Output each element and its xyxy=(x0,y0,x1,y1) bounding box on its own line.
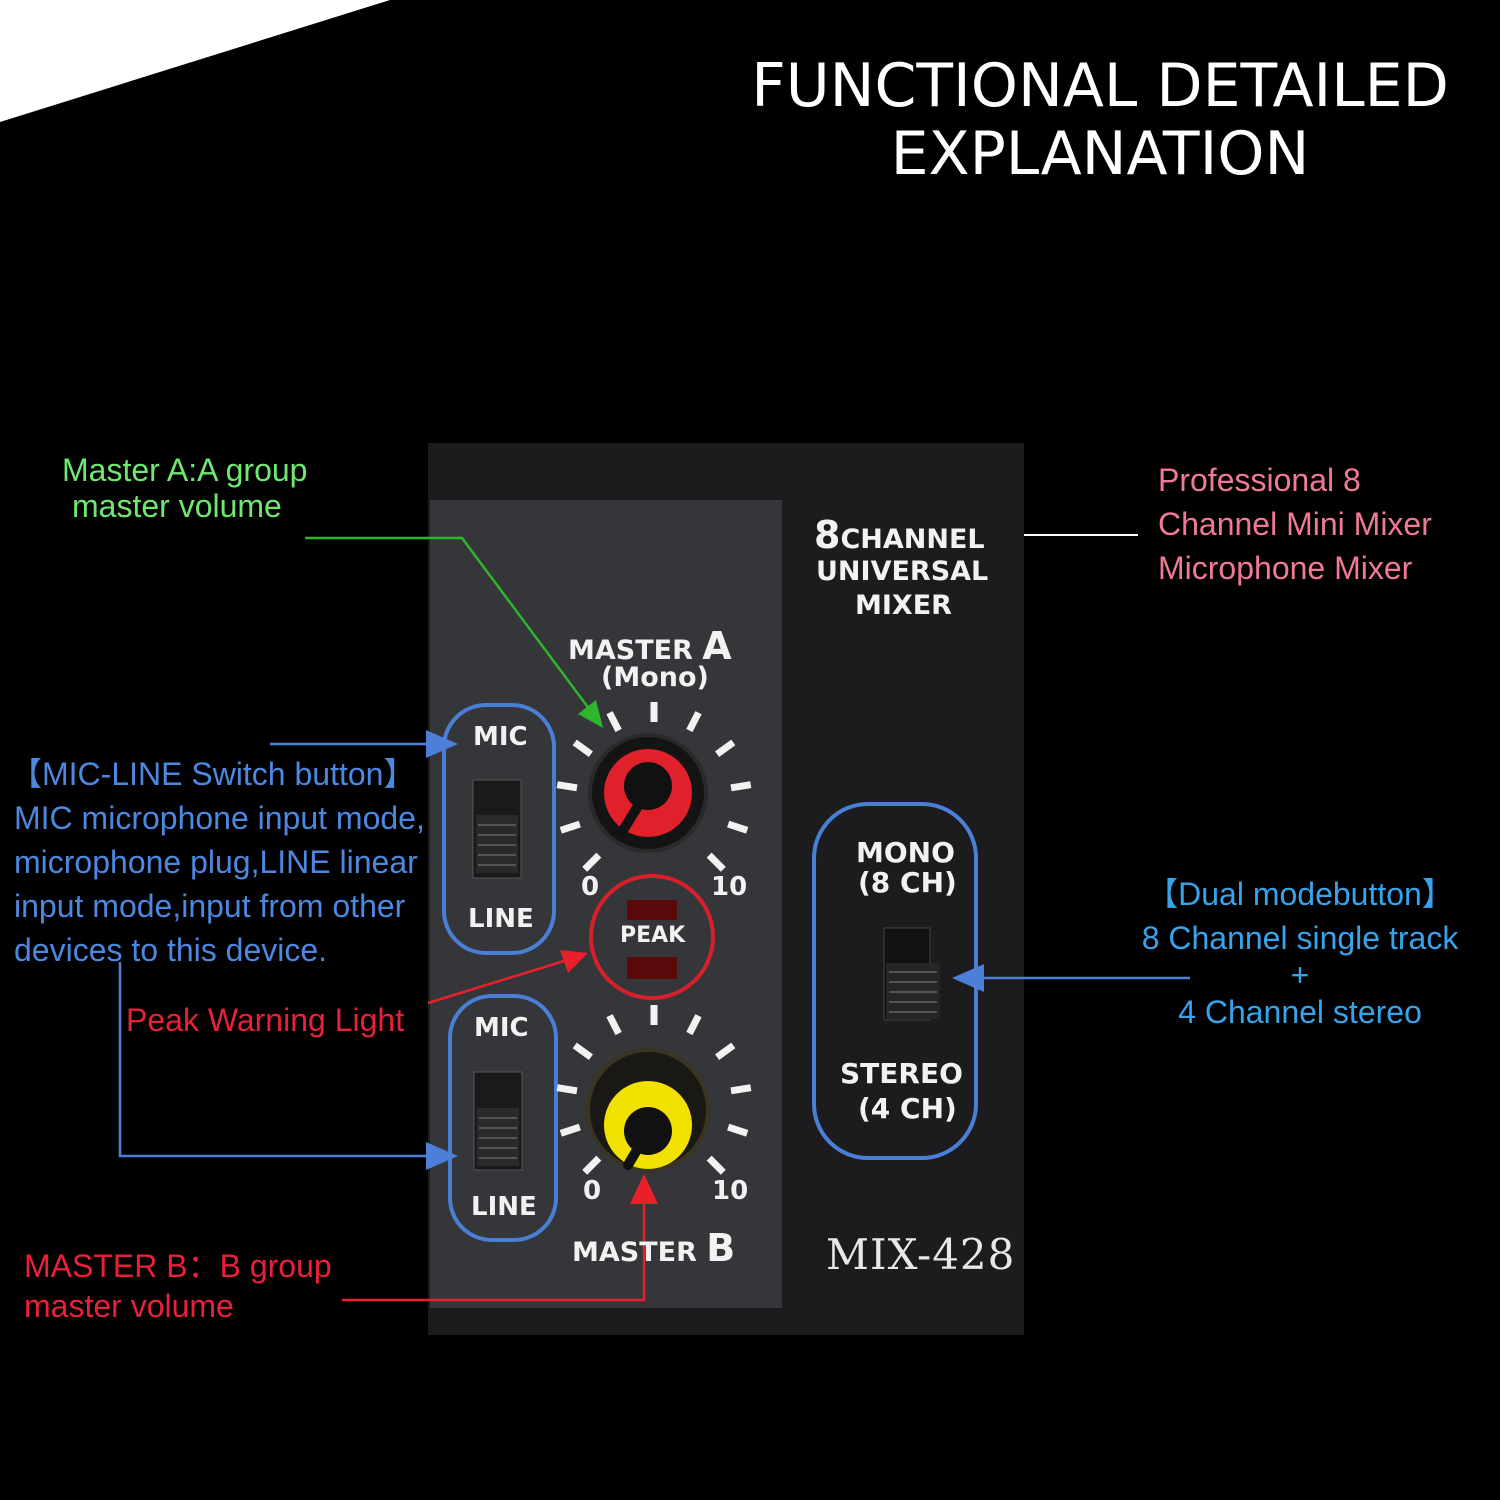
mixer-panel-face xyxy=(430,500,782,1308)
annotation-master-a: Master A:A group master volume xyxy=(62,452,307,524)
corner-decoration xyxy=(0,0,390,122)
knob-tick xyxy=(606,1014,622,1036)
annotation-dual-mode-line-1: 【Dual modebutton】 xyxy=(1146,876,1454,912)
knob-tick xyxy=(706,1155,726,1175)
knob-tick xyxy=(582,1155,602,1175)
annotation-master-b-line-1: MASTER B：B group xyxy=(24,1248,332,1284)
knob-tick xyxy=(715,1042,736,1060)
master-a-knob[interactable] xyxy=(588,733,708,853)
peak-label: PEAK xyxy=(620,923,686,948)
annotation-master-b: MASTER B：B group master volume xyxy=(24,1246,332,1326)
annotation-mic-line-line-3: microphone plug,LINE linear xyxy=(14,844,418,880)
knob-tick xyxy=(686,711,702,733)
mode-stereo-sub: (4 CH) xyxy=(858,1092,957,1125)
switch-a-mic-label: MIC xyxy=(473,722,528,752)
switch-b-mic-label: MIC xyxy=(474,1013,529,1043)
knob-tick xyxy=(715,739,736,757)
mode-stereo-label: STEREO xyxy=(840,1057,963,1090)
knob-tick xyxy=(559,820,581,834)
master-a-sub: (Mono) xyxy=(601,662,709,693)
mic-line-arrows xyxy=(118,730,458,1170)
dual-mode-arrow xyxy=(952,964,1190,992)
brand-line-1: 8CHANNEL xyxy=(814,513,985,557)
knob-tick xyxy=(730,781,752,792)
brand-channel-count: 8 xyxy=(814,513,841,557)
annotation-dual-mode-line-4: 4 Channel stereo xyxy=(1178,994,1422,1030)
knob-tick xyxy=(686,1014,702,1036)
master-b-knob[interactable] xyxy=(586,1048,710,1172)
annotation-dual-mode-line-3: + xyxy=(1290,957,1310,993)
annotation-mic-line-line-1: 【MIC-LINE Switch button】 xyxy=(10,756,416,792)
title-line-2: EXPLANATION xyxy=(890,119,1310,189)
knob-a-ticks xyxy=(556,702,752,872)
annotation-mic-line-line-4: input mode,input from other xyxy=(14,888,406,924)
annotation-peak: Peak Warning Light xyxy=(126,1002,405,1038)
mode-mono-sub: (8 CH) xyxy=(858,866,957,899)
dual-mode-switch[interactable] xyxy=(883,927,940,1021)
annotation-mic-line-line-5: devices to this device. xyxy=(14,932,328,968)
knob-tick xyxy=(556,1084,578,1095)
knob-tick xyxy=(582,852,602,872)
mic-line-switch-a[interactable] xyxy=(472,779,522,879)
brand-line-2: UNIVERSAL xyxy=(816,556,989,587)
knob-tick xyxy=(730,1084,752,1095)
master-a-letter: A xyxy=(702,624,732,668)
mode-mono-label: MONO xyxy=(856,836,955,869)
master-a-label: MASTER A xyxy=(568,624,732,668)
knob-b-ticks xyxy=(556,1005,752,1175)
knob-tick xyxy=(606,711,622,733)
knob-b-min: 0 xyxy=(583,1176,602,1206)
master-a-arrow xyxy=(305,536,603,728)
switch-b-line-label: LINE xyxy=(471,1192,537,1222)
page-title: FUNCTIONAL DETAILED EXPLANATION xyxy=(700,52,1500,188)
annotation-dual-mode: 【Dual modebutton】 8 Channel single track… xyxy=(1110,872,1490,1034)
knob-tick xyxy=(556,781,578,792)
annotation-master-b-line-2: master volume xyxy=(24,1288,234,1324)
peak-arrow xyxy=(427,950,588,1005)
annotation-professional-line-1: Professional 8 xyxy=(1158,462,1361,498)
annotation-mic-line: 【MIC-LINE Switch button】 MIC microphone … xyxy=(10,752,425,972)
knob-a-max: 10 xyxy=(711,872,748,902)
knob-tick xyxy=(706,852,726,872)
master-b-word: MASTER xyxy=(572,1237,697,1268)
switch-a-line-label: LINE xyxy=(468,904,534,934)
knob-b-max: 10 xyxy=(712,1176,749,1206)
knob-tick xyxy=(727,1123,749,1137)
mic-line-switch-b[interactable] xyxy=(473,1071,523,1171)
knob-tick xyxy=(559,1123,581,1137)
switch-top-outline xyxy=(442,703,556,955)
brand-channel-word: CHANNEL xyxy=(840,524,985,555)
peak-light xyxy=(589,874,715,1000)
annotation-mic-line-line-2: MIC microphone input mode, xyxy=(14,800,425,836)
switch-bottom-outline xyxy=(448,994,558,1242)
master-b-arrow xyxy=(342,1174,658,1302)
annotation-professional-line-2: Channel Mini Mixer xyxy=(1158,506,1432,542)
knob-tick xyxy=(727,820,749,834)
knob-tick xyxy=(572,1042,593,1060)
annotation-master-a-line-1: Master A:A group xyxy=(62,452,308,488)
annotation-professional-line-3: Microphone Mixer xyxy=(1158,550,1413,586)
model-number: MIX-428 xyxy=(826,1230,1016,1279)
knob-tick xyxy=(572,739,593,757)
knob-a-min: 0 xyxy=(581,872,600,902)
annotation-professional: Professional 8 Channel Mini Mixer Microp… xyxy=(1158,458,1432,590)
master-b-letter: B xyxy=(706,1226,736,1270)
brand-line-3: MIXER xyxy=(855,590,952,621)
annotation-dual-mode-line-2: 8 Channel single track xyxy=(1141,920,1459,956)
title-line-1: FUNCTIONAL DETAILED xyxy=(751,51,1449,121)
master-a-word: MASTER xyxy=(568,635,693,666)
annotation-master-a-line-2: master volume xyxy=(72,488,282,524)
master-b-label: MASTER B xyxy=(572,1226,735,1270)
